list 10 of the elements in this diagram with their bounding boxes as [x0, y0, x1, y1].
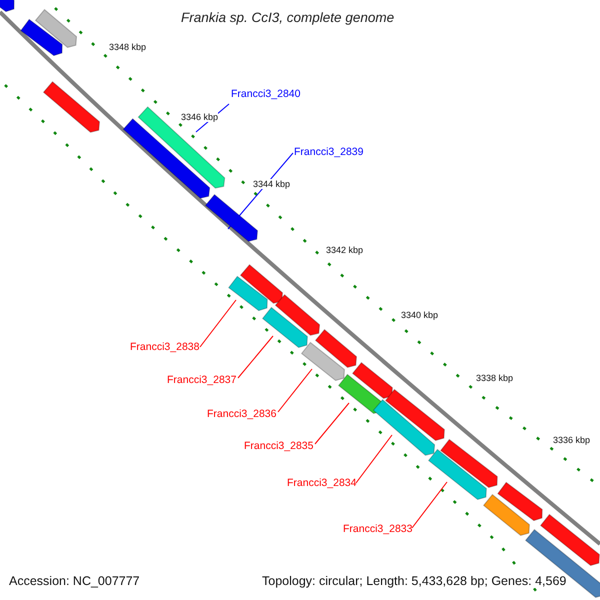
genome-summary-text: Topology: circular; Length: 5,433,628 bp; Genes: 4,569 [262, 574, 566, 588]
title: Frankia sp. CcI3, complete genome [181, 10, 394, 26]
kbp-label: 3340 kbp [401, 310, 438, 320]
kbp-label: 3342 kbp [326, 245, 364, 256]
kbp-label: 3348 kbp [109, 42, 146, 52]
accession-text: Accession: NC_007777 [9, 574, 140, 588]
kbp-label: 3346 kbp [181, 112, 218, 122]
kbp-label: 3344 kbp [253, 179, 290, 190]
kbp-label: 3336 kbp [553, 435, 590, 446]
kbp-label: 3338 kbp [476, 373, 514, 384]
